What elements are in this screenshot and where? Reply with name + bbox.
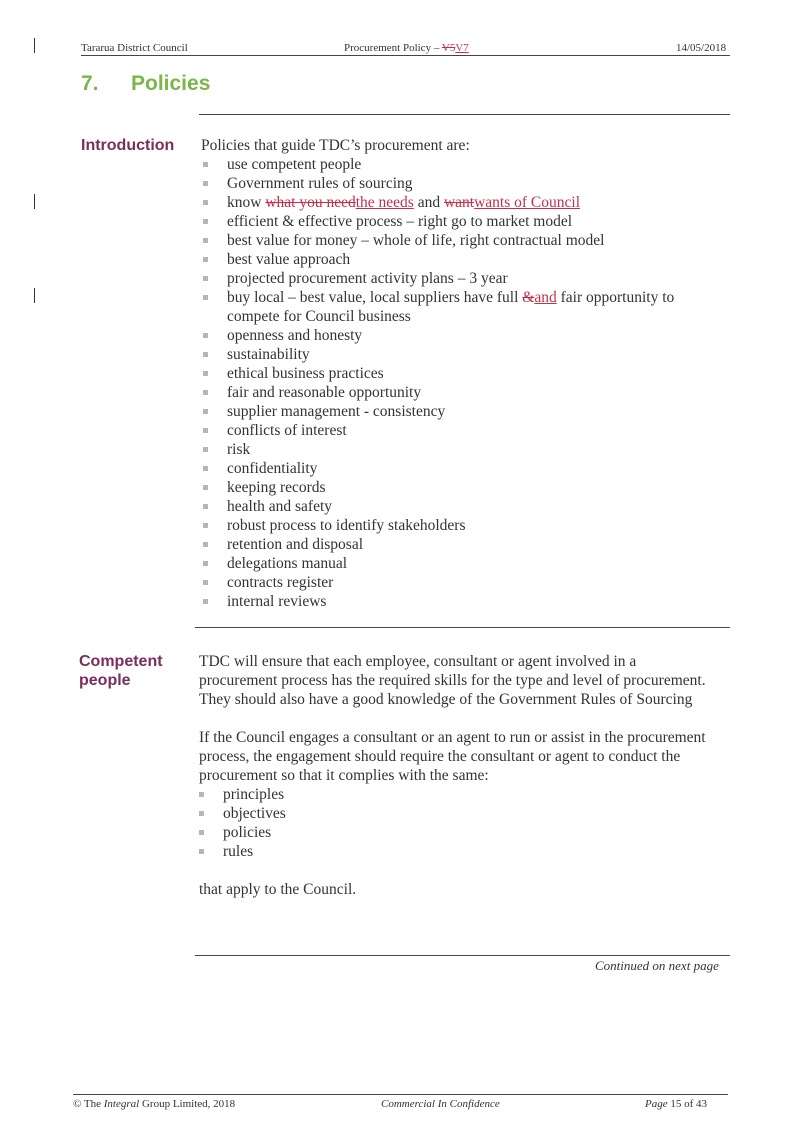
list-item: ethical business practices <box>201 364 726 383</box>
bullet-icon <box>203 219 208 224</box>
competent-paragraph-1: TDC will ensure that each employee, cons… <box>199 653 706 708</box>
list-item: confidentiality <box>201 459 726 478</box>
competent-list: principles objectives policies rules <box>197 785 713 861</box>
list-item: principles <box>197 785 713 804</box>
bullet-icon <box>203 181 208 186</box>
list-item: contracts register <box>201 573 726 592</box>
section-number: 7. <box>81 72 99 95</box>
list-item: best value approach <box>201 250 726 269</box>
continued-note: Continued on next page <box>595 958 719 973</box>
introduction-rule <box>195 627 730 628</box>
change-bar <box>34 38 35 53</box>
introduction-list: use competent people Government rules of… <box>201 155 726 611</box>
section-rule <box>199 114 730 115</box>
bullet-icon <box>203 200 208 205</box>
introduction-block: Policies that guide TDC’s procurement ar… <box>201 136 726 611</box>
list-item: fair and reasonable opportunity <box>201 383 726 402</box>
header-rule <box>81 55 730 56</box>
bullet-icon <box>203 447 208 452</box>
list-item: delegations manual <box>201 554 726 573</box>
list-item: efficient & effective process – right go… <box>201 212 726 231</box>
bullet-icon <box>203 580 208 585</box>
bullet-icon <box>203 599 208 604</box>
list-item: Government rules of sourcing <box>201 174 726 193</box>
list-item: risk <box>201 440 726 459</box>
list-item: policies <box>197 823 713 842</box>
bullet-icon <box>203 352 208 357</box>
list-item: projected procurement activity plans – 3… <box>201 269 726 288</box>
footer-rule <box>73 1094 728 1095</box>
list-item: use competent people <box>201 155 726 174</box>
bullet-icon <box>203 257 208 262</box>
bullet-icon <box>203 523 208 528</box>
header-date: 14/05/2018 <box>676 42 727 54</box>
bullet-icon <box>203 238 208 243</box>
list-item: openness and honesty <box>201 326 726 345</box>
list-item: keeping records <box>201 478 726 497</box>
competent-closing: that apply to the Council. <box>199 881 357 898</box>
header-doc-title: Procurement Policy – V5V7 <box>344 42 469 54</box>
bullet-icon <box>203 485 208 490</box>
change-bar <box>34 194 35 209</box>
bullet-icon <box>203 428 208 433</box>
bullet-icon <box>203 409 208 414</box>
introduction-lead: Policies that guide TDC’s procurement ar… <box>201 137 470 154</box>
section-title: Policies <box>131 72 211 95</box>
change-bar <box>34 288 35 303</box>
footer-copyright: © The Integral Group Limited, 2018 <box>73 1098 236 1110</box>
section-heading: 7. Policies <box>81 72 210 96</box>
list-item-buy-local: buy local – best value, local suppliers … <box>201 288 726 326</box>
bullet-icon <box>199 811 204 816</box>
list-item: internal reviews <box>201 592 726 611</box>
footer-page-number: Page 15 of 43 <box>645 1098 708 1110</box>
list-item: best value for money – whole of life, ri… <box>201 231 726 250</box>
bullet-icon <box>203 295 208 300</box>
list-item: retention and disposal <box>201 535 726 554</box>
bullet-icon <box>199 849 204 854</box>
bullet-icon <box>203 542 208 547</box>
bullet-icon <box>199 830 204 835</box>
bullet-icon <box>203 162 208 167</box>
bullet-icon <box>203 333 208 338</box>
list-item: supplier management - consistency <box>201 402 726 421</box>
header-org: Tararua District Council <box>81 42 188 54</box>
list-item: robust process to identify stakeholders <box>201 516 726 535</box>
bullet-icon <box>203 504 208 509</box>
bullet-icon <box>203 466 208 471</box>
bullet-icon <box>203 276 208 281</box>
list-item-know: know what you needthe needs and wantwant… <box>201 193 726 212</box>
bullet-icon <box>203 561 208 566</box>
list-item: conflicts of interest <box>201 421 726 440</box>
list-item: sustainability <box>201 345 726 364</box>
competent-rule <box>195 955 730 956</box>
competent-block: TDC will ensure that each employee, cons… <box>199 652 713 899</box>
bullet-icon <box>199 792 204 797</box>
footer-confidentiality: Commercial In Confidence <box>381 1098 500 1110</box>
bullet-icon <box>203 390 208 395</box>
introduction-label: Introduction <box>81 137 175 154</box>
list-item: rules <box>197 842 713 861</box>
bullet-icon <box>203 371 208 376</box>
list-item: health and safety <box>201 497 726 516</box>
competent-paragraph-2: If the Council engages a consultant or a… <box>199 729 706 784</box>
list-item: objectives <box>197 804 713 823</box>
